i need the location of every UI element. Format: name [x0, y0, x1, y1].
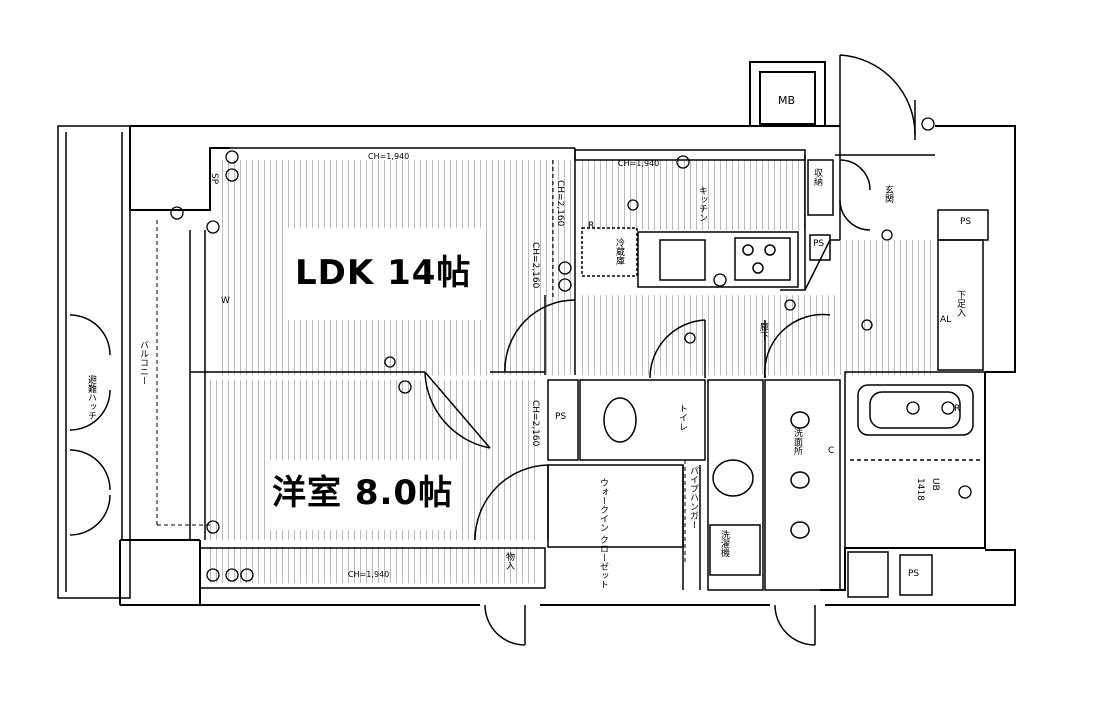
entrance-door: [839, 54, 916, 150]
ch-label-mid-2: CH=2,160: [530, 242, 540, 289]
sp-label: SP: [209, 173, 219, 185]
ch-label-top-right: CH=1,940: [618, 159, 660, 168]
western-room-label: 洋室 8.0帖: [272, 473, 454, 513]
ps-label-1: PS: [960, 217, 972, 227]
entrance-label: 玄関: [883, 185, 893, 203]
ps-label-2: PS: [813, 239, 825, 249]
ldk-label: LDK 14帖: [295, 253, 472, 293]
balcony: [57, 125, 131, 599]
c-label: C: [828, 446, 835, 456]
r-label-1: R: [588, 221, 595, 231]
ch-label-bottom: CH=1,940: [348, 570, 390, 579]
interior-walls: [189, 147, 989, 598]
fridge-label: 冷蔵庫: [614, 238, 624, 265]
pipe-hanger-label: パイプハンガー: [688, 466, 698, 529]
wash-room-label: 洗面所: [792, 428, 802, 455]
ps-label-3: PS: [555, 412, 567, 422]
storage-label-2: 収納: [812, 168, 822, 186]
kitchen-floor: [580, 160, 805, 230]
ch-label-mid-1: CH=2,160: [555, 180, 565, 227]
hall-floor-2: [840, 240, 935, 295]
kitchen-label: キッチン: [697, 186, 707, 222]
ldk-label-bg: [285, 228, 485, 320]
hall-floor: [580, 295, 935, 375]
r-label-2: R: [954, 404, 961, 414]
doors: [69, 159, 871, 646]
mb-label: MB: [778, 94, 796, 107]
shoe-box-label: 下足入: [955, 290, 965, 317]
bottom-closet-floor: [205, 548, 540, 583]
evacuation-hatch-label: 避難ハッチ: [86, 375, 96, 420]
ch-label-top-left: CH=1,940: [368, 152, 410, 161]
hall-label: 廊下: [758, 322, 768, 340]
washer-label: 洗濯機: [719, 530, 729, 557]
storage-label: 物入: [504, 552, 514, 570]
ub-size-label: 1418: [915, 478, 925, 501]
fixtures: [170, 117, 972, 582]
dashed-lines: [156, 160, 686, 565]
balcony-label: バルコニー: [138, 340, 148, 385]
toilet-label: トイレ: [677, 404, 687, 431]
ps-label-4: PS: [908, 569, 920, 579]
al-label: AL: [940, 315, 952, 325]
walk-in-closet-label: ウォークイン クローゼット: [598, 478, 608, 589]
ub-label: UB: [930, 478, 940, 491]
ch-label-mid-3: CH=2,160: [530, 400, 540, 447]
mb-closet: [749, 61, 826, 127]
w-label: W: [221, 296, 230, 306]
western-label-bg: [270, 460, 460, 530]
